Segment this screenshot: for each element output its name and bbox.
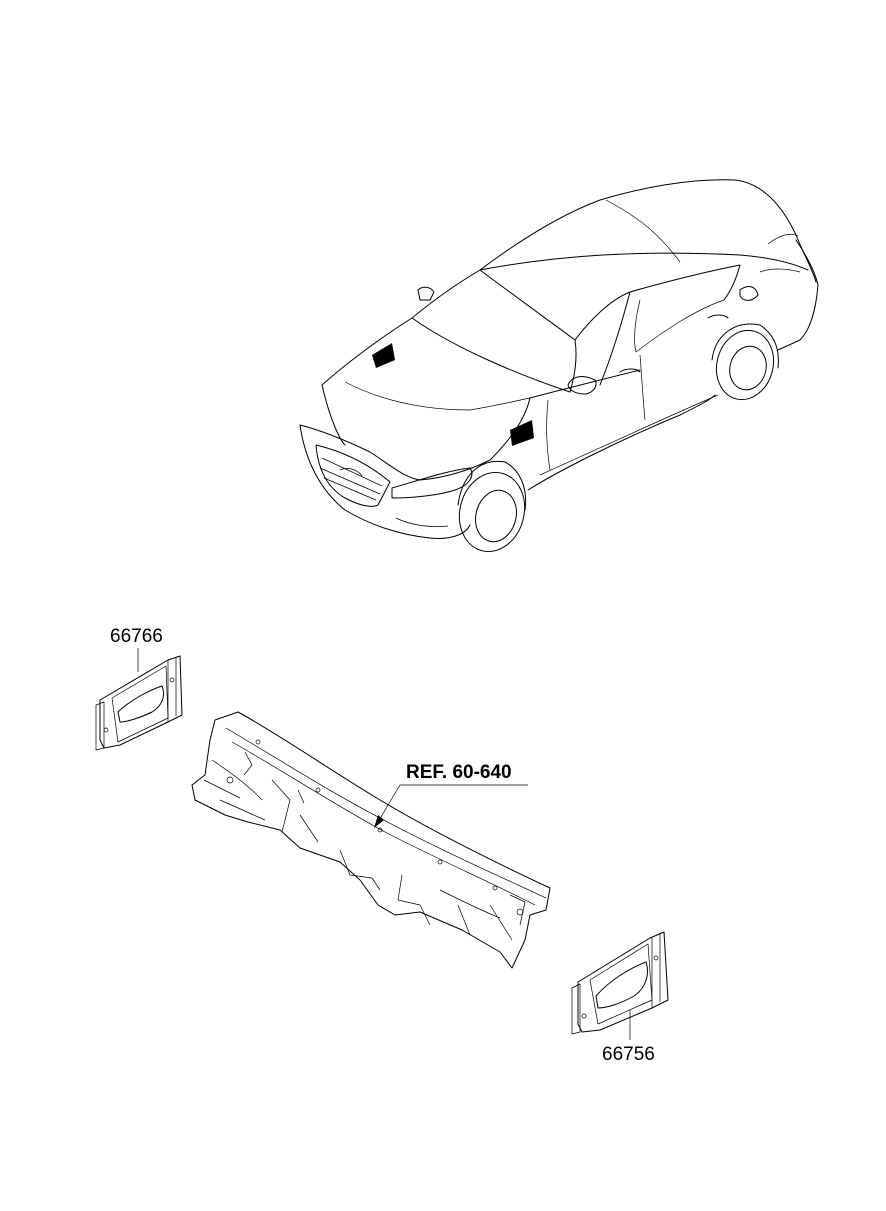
part-66756-insulator	[571, 931, 669, 1035]
car-illustration	[299, 179, 819, 553]
callout-label-66766: 66766	[110, 626, 163, 647]
part-66766-insulator	[95, 655, 183, 751]
callout-leader-ref	[377, 784, 528, 823]
cowl-panel	[191, 711, 551, 969]
callout-label-ref: REF. 60-640	[406, 762, 512, 783]
callout-label-66756: 66756	[602, 1044, 655, 1065]
callout-arrow-ref	[374, 815, 384, 828]
